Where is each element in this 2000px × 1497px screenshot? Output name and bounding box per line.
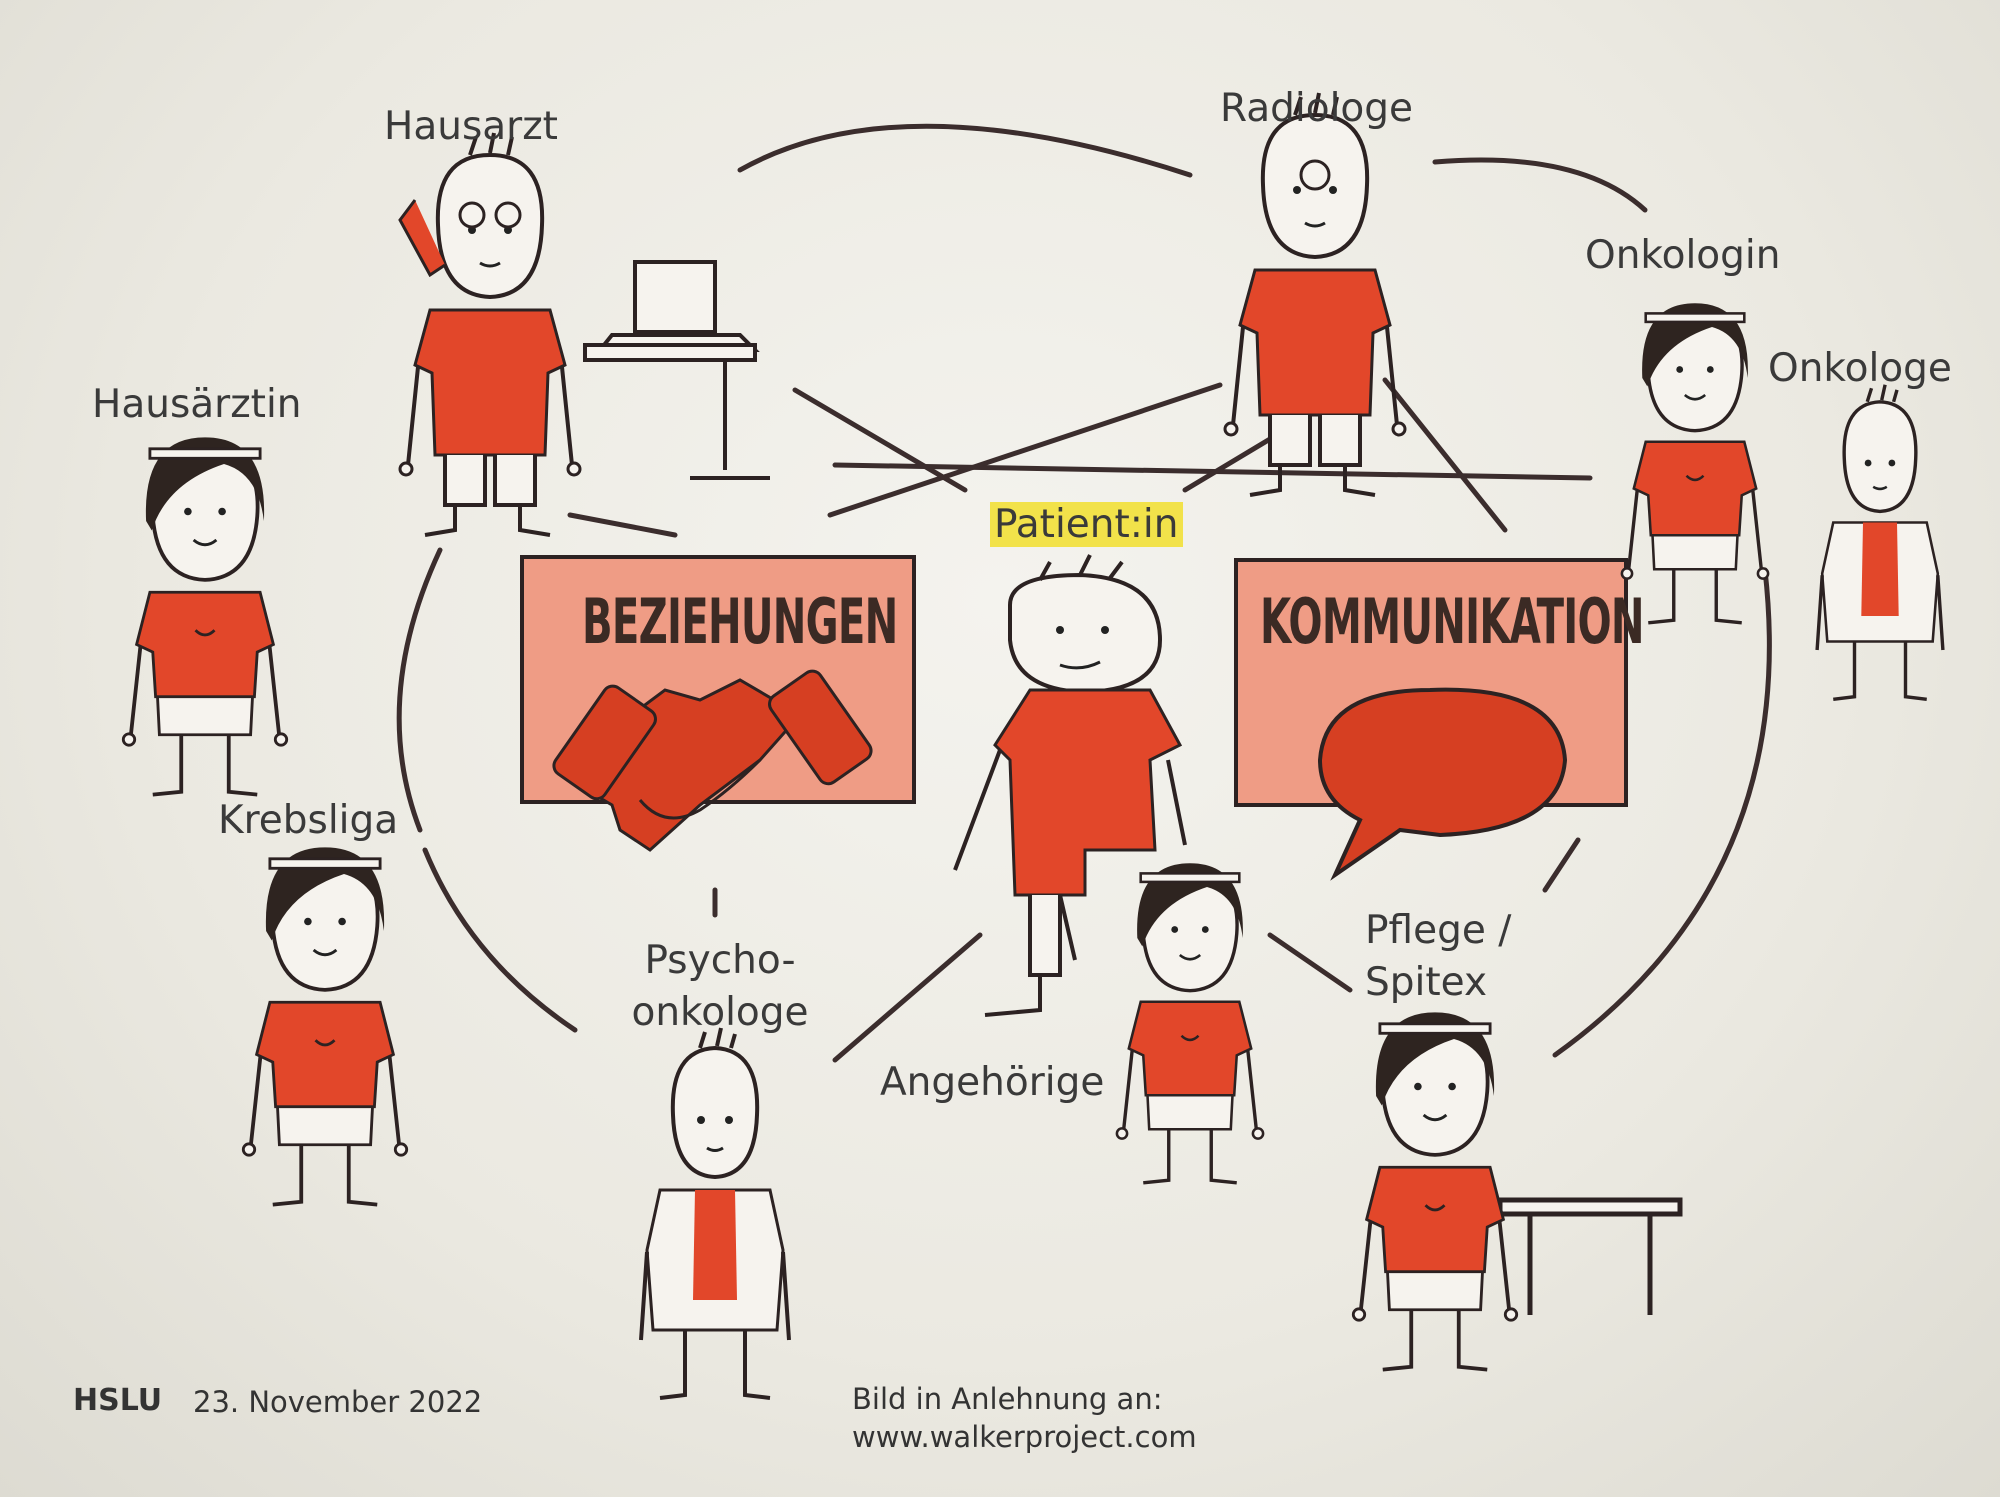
label-psychoonkologe: Psycho- onkologe: [610, 935, 830, 1039]
figure-onkologin: [1620, 301, 1770, 625]
hslu-logo: HSLU: [73, 1383, 163, 1418]
figure-psychoonkologe: [639, 1026, 791, 1400]
figure-radiologe: [1223, 91, 1407, 497]
label-psycho-line2: onkologe: [631, 990, 809, 1035]
figure-onkologe: [1815, 383, 1945, 701]
label-radiologe: Radiologe: [1220, 86, 1414, 131]
label-krebsliga: Krebsliga: [218, 798, 399, 843]
label-pflege-line2: Spitex: [1365, 960, 1488, 1005]
label-hausarzt: Hausarzt: [384, 104, 558, 149]
label-onkologe: Onkologe: [1768, 346, 1952, 391]
label-pflege: Pflege / Spitex: [1365, 905, 1511, 1009]
box-title-kommunikation: KOMMUNIKATION: [1260, 585, 1645, 658]
label-patient: Patient:in: [990, 502, 1183, 547]
speech-bubble-icon: [1317, 687, 1568, 881]
relationships-box: [520, 555, 916, 852]
network-lines: [396, 123, 1772, 1063]
label-pflege-line1: Pflege /: [1365, 908, 1512, 953]
handshake-icon: [552, 669, 873, 852]
label-psycho-line1: Psycho-: [644, 938, 796, 983]
figure-hausarzt: [398, 131, 582, 537]
laptop-icon: [583, 260, 770, 480]
side-table: [1497, 1197, 1683, 1315]
box-title-beziehungen: BEZIEHUNGEN: [582, 585, 898, 658]
credit-line1: Bild in Anlehnung an:: [852, 1382, 1163, 1416]
label-hausaerztin: Hausärztin: [92, 382, 302, 427]
figure-patient: [953, 554, 1187, 1017]
communication-box: [1234, 558, 1628, 881]
figure-pflege: [1351, 1010, 1519, 1372]
figure-krebsliga: [241, 845, 409, 1207]
patient-highlight: Patient:in: [990, 502, 1183, 547]
footer-date: 23. November 2022: [193, 1385, 483, 1419]
figure-hausaerztin: [121, 435, 289, 797]
figure-angehoerige: [1115, 861, 1265, 1185]
footer-credit: Bild in Anlehnung an: www.walkerproject.…: [852, 1380, 1197, 1456]
label-angehoerige: Angehörige: [880, 1060, 1105, 1105]
label-onkologin: Onkologin: [1585, 233, 1781, 278]
credit-url: www.walkerproject.com: [852, 1420, 1197, 1454]
